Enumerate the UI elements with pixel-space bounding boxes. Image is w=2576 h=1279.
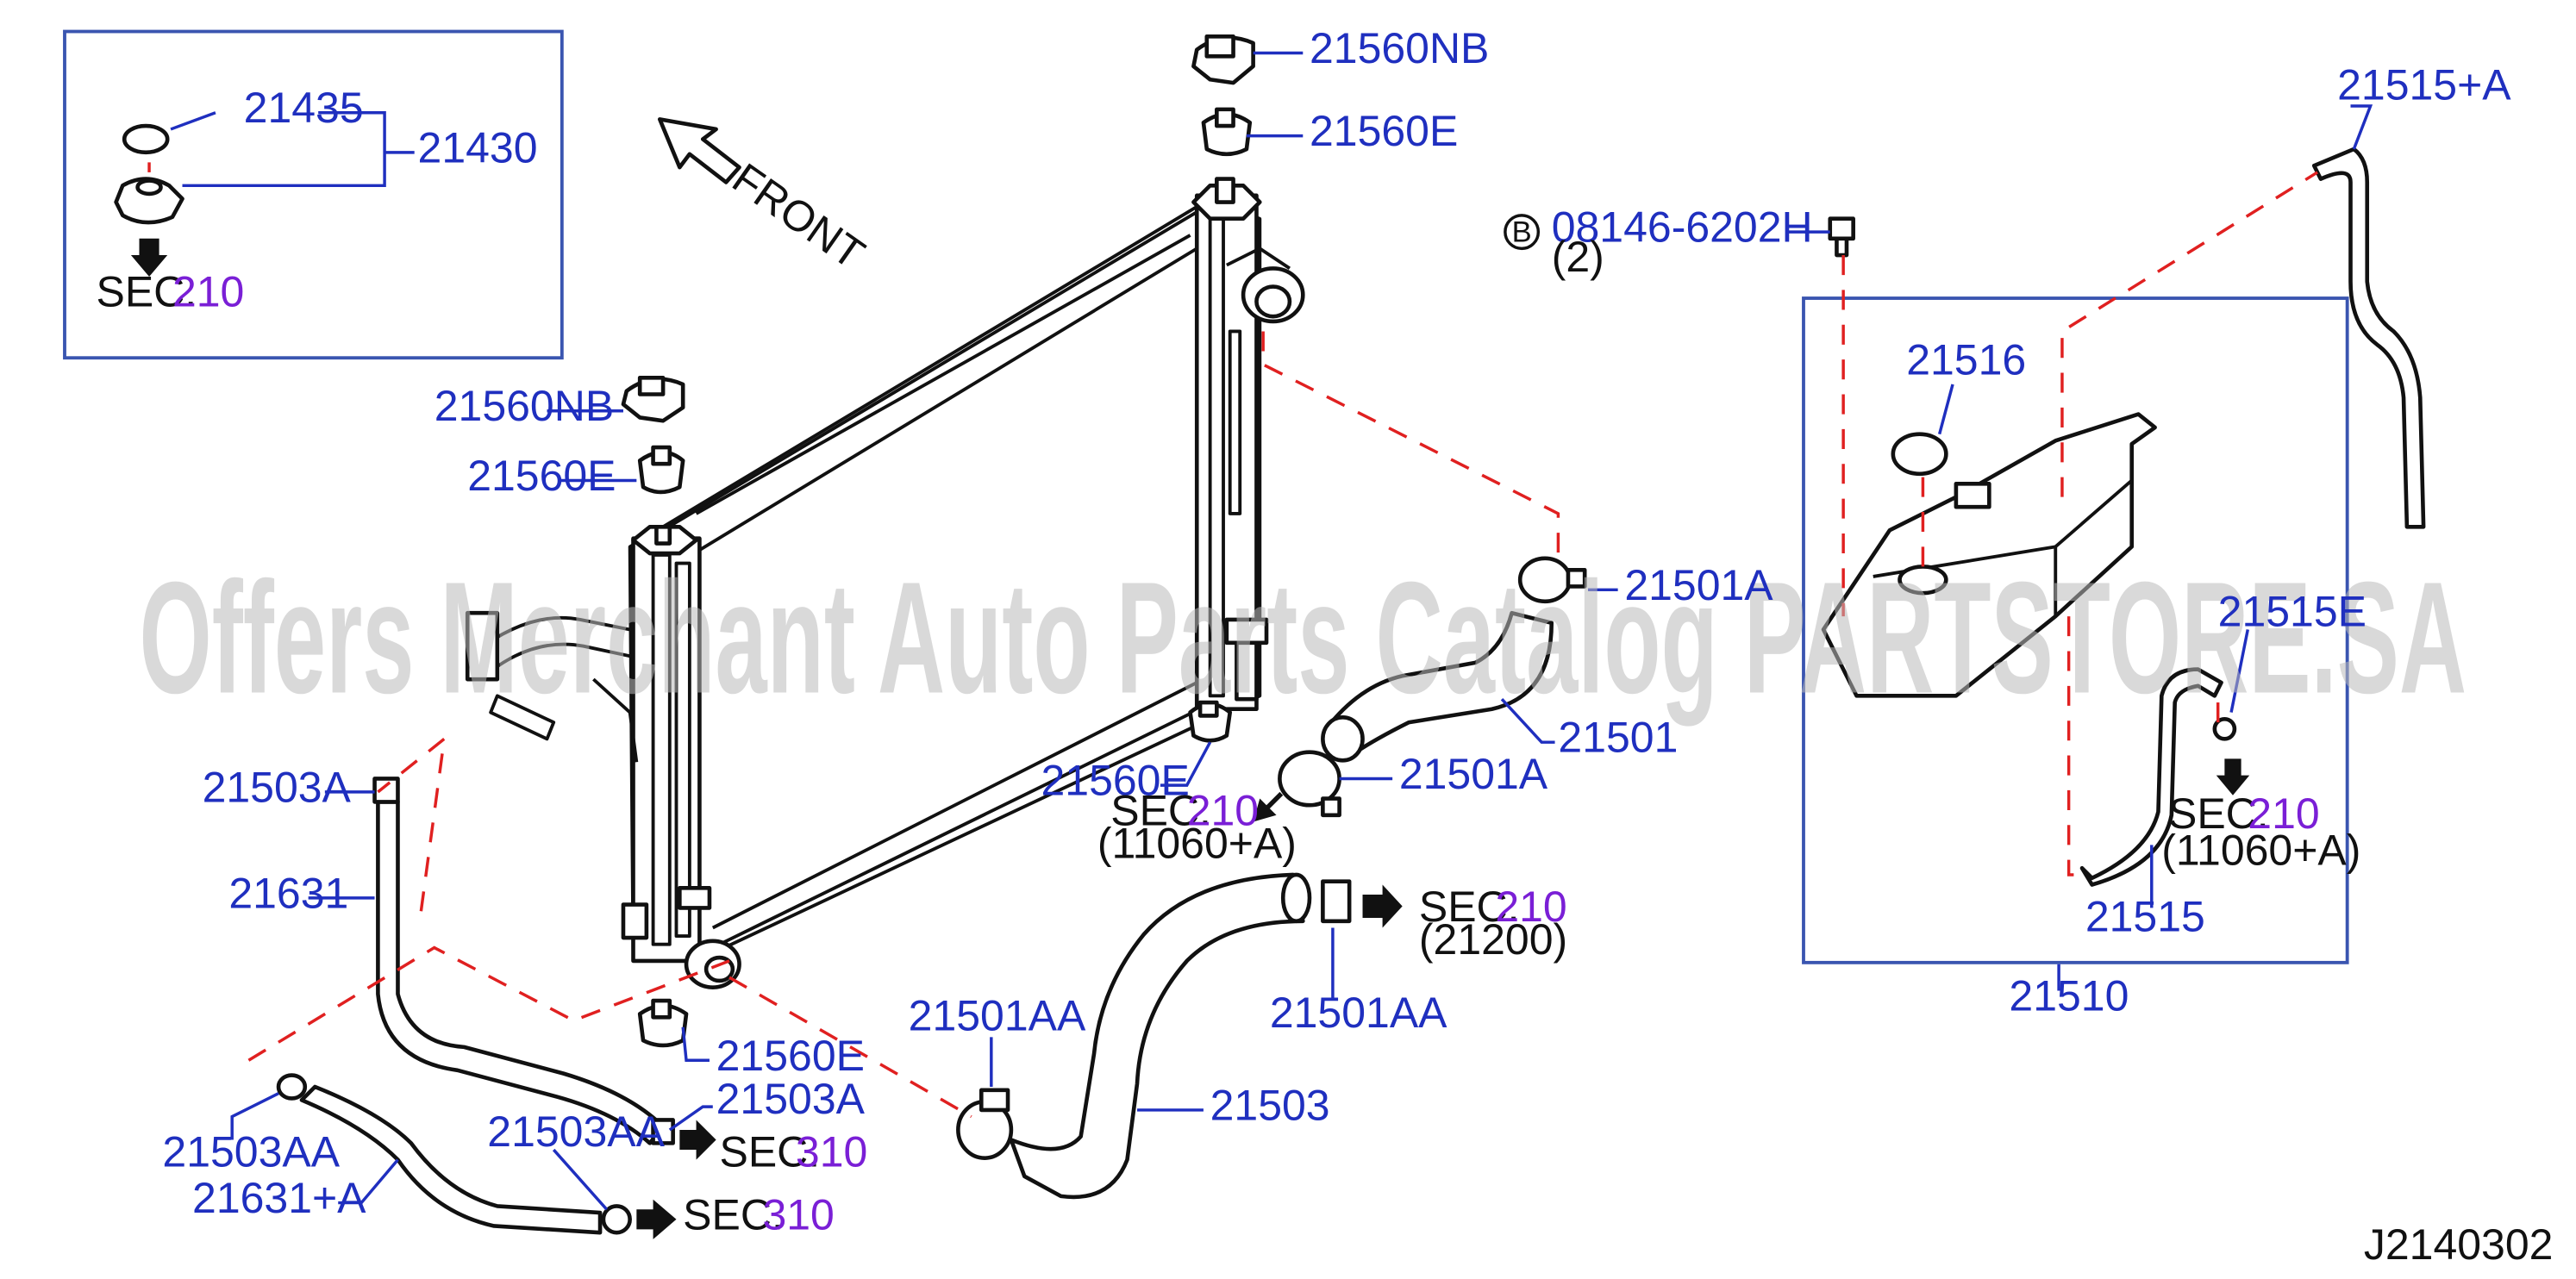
inset-frame: [63, 29, 564, 360]
sec-prefix: SEC.: [1110, 786, 1211, 834]
part-21503aa-left[interactable]: 21503AA: [162, 1127, 340, 1176]
front-arrow-icon: [657, 117, 741, 184]
part-21503a-low[interactable]: 21503A: [716, 1075, 866, 1123]
part-21560nb-left[interactable]: 21560NB: [435, 382, 614, 430]
sec-prefix: SEC.: [719, 1127, 820, 1176]
reservoir-cap-21516: [1891, 432, 1948, 477]
diagram-id: J2140302: [2364, 1220, 2554, 1269]
hose-21515a: [2311, 147, 2426, 529]
cap-inset: [63, 29, 564, 360]
part-21510[interactable]: 21510: [2009, 972, 2129, 1020]
sec-ref-310[interactable]: 310: [796, 1127, 867, 1176]
clamp-21501aa-right: [1321, 879, 1352, 924]
part-21501aa-right[interactable]: 21501AA: [1270, 989, 1447, 1037]
mount-bushing-nb-top: [1191, 34, 1255, 85]
mount-bushing-e-bottom: [637, 998, 689, 1048]
part-21501[interactable]: 21501: [1558, 714, 1678, 762]
part-21503a-left[interactable]: 21503A: [203, 763, 352, 811]
reference-lines: [247, 171, 2318, 1119]
part-21560nb-top[interactable]: 21560NB: [1310, 24, 1489, 72]
part-21430[interactable]: 21430: [418, 123, 538, 172]
sec-prefix: SEC.: [683, 1190, 784, 1238]
part-21501a-top[interactable]: 21501A: [1624, 561, 1773, 609]
down-arrow-icon: [130, 238, 168, 278]
mount-bushing-e-mid: [1188, 700, 1233, 743]
radiator-core: [465, 177, 1305, 989]
part-21515a[interactable]: 21515+A: [2337, 60, 2511, 109]
down-left-arrow-icon: [1253, 791, 1284, 822]
bolt-callout-circle: [1504, 214, 1541, 251]
sec-prefix: SEC.: [2168, 789, 2269, 838]
mount-bushing-nb-left: [621, 375, 685, 423]
part-21560e-bottom[interactable]: 21560E: [716, 1032, 865, 1080]
sec-ref-210[interactable]: 210: [172, 268, 244, 316]
part-21516[interactable]: 21516: [1906, 335, 2026, 384]
sec-prefix: SEC.: [1419, 883, 1520, 931]
sec-ref-310[interactable]: 310: [762, 1190, 834, 1238]
clamp-21515e: [2212, 716, 2237, 741]
radiator-cap: [114, 177, 184, 225]
part-21631a[interactable]: 21631+A: [192, 1174, 366, 1222]
bolt-08146: [1828, 216, 1855, 258]
part-21560e-top[interactable]: 21560E: [1310, 107, 1458, 155]
right-arrow-icon: [636, 1199, 677, 1239]
part-21515e[interactable]: 21515E: [2218, 588, 2367, 636]
part-21501a-low[interactable]: 21501A: [1399, 750, 1548, 798]
sec-sub: (11060+A): [2161, 826, 2360, 874]
hose-21631: [372, 777, 675, 1145]
sec-sub: (21200): [1419, 915, 1567, 964]
part-21503aa-mid[interactable]: 21503AA: [487, 1107, 665, 1156]
mount-bushing-e-top: [1201, 107, 1253, 157]
part-21560e-mid[interactable]: 21560E: [1041, 757, 1190, 805]
part-21515[interactable]: 21515: [2085, 892, 2205, 940]
hose-21631a: [276, 1073, 632, 1235]
sec-prefix: SEC.: [97, 268, 197, 316]
right-arrow-icon: [1362, 884, 1403, 928]
part-21631[interactable]: 21631: [228, 869, 348, 917]
upper-hose: [1278, 556, 1587, 818]
part-21501aa-left[interactable]: 21501AA: [909, 992, 1086, 1040]
part-21560e-left[interactable]: 21560E: [467, 452, 616, 500]
leader-lines: [230, 51, 2373, 1211]
cap-seal-ring: [122, 123, 170, 155]
part-21503[interactable]: 21503: [1210, 1081, 1330, 1129]
front-label: FRONT: [724, 153, 873, 278]
mount-bushing-e-left: [637, 445, 685, 495]
part-21435[interactable]: 21435: [244, 84, 364, 132]
part-08146-6202h[interactable]: 08146-6202H: [1552, 203, 1813, 252]
clamp-21503aa-left: [276, 1073, 308, 1101]
sec-ref-210[interactable]: 210: [1495, 883, 1566, 931]
clamp-21503a-low: [651, 1118, 675, 1145]
part-08146-qty: (2): [1552, 233, 1604, 281]
reservoir-frame: [1802, 296, 2349, 964]
right-arrow-icon: [679, 1120, 716, 1160]
bolt-marker: B: [1512, 216, 1532, 249]
clamp-21503aa-mid: [601, 1204, 632, 1235]
sec-ref-210[interactable]: 210: [1187, 786, 1259, 834]
reservoir-tank: [1821, 412, 2157, 698]
watermark: Offers Merchant Auto Parts Catalog PARTS…: [140, 550, 2467, 727]
sec-sub: (11060+A): [1097, 820, 1297, 868]
sec-ref-210[interactable]: 210: [2248, 789, 2319, 838]
